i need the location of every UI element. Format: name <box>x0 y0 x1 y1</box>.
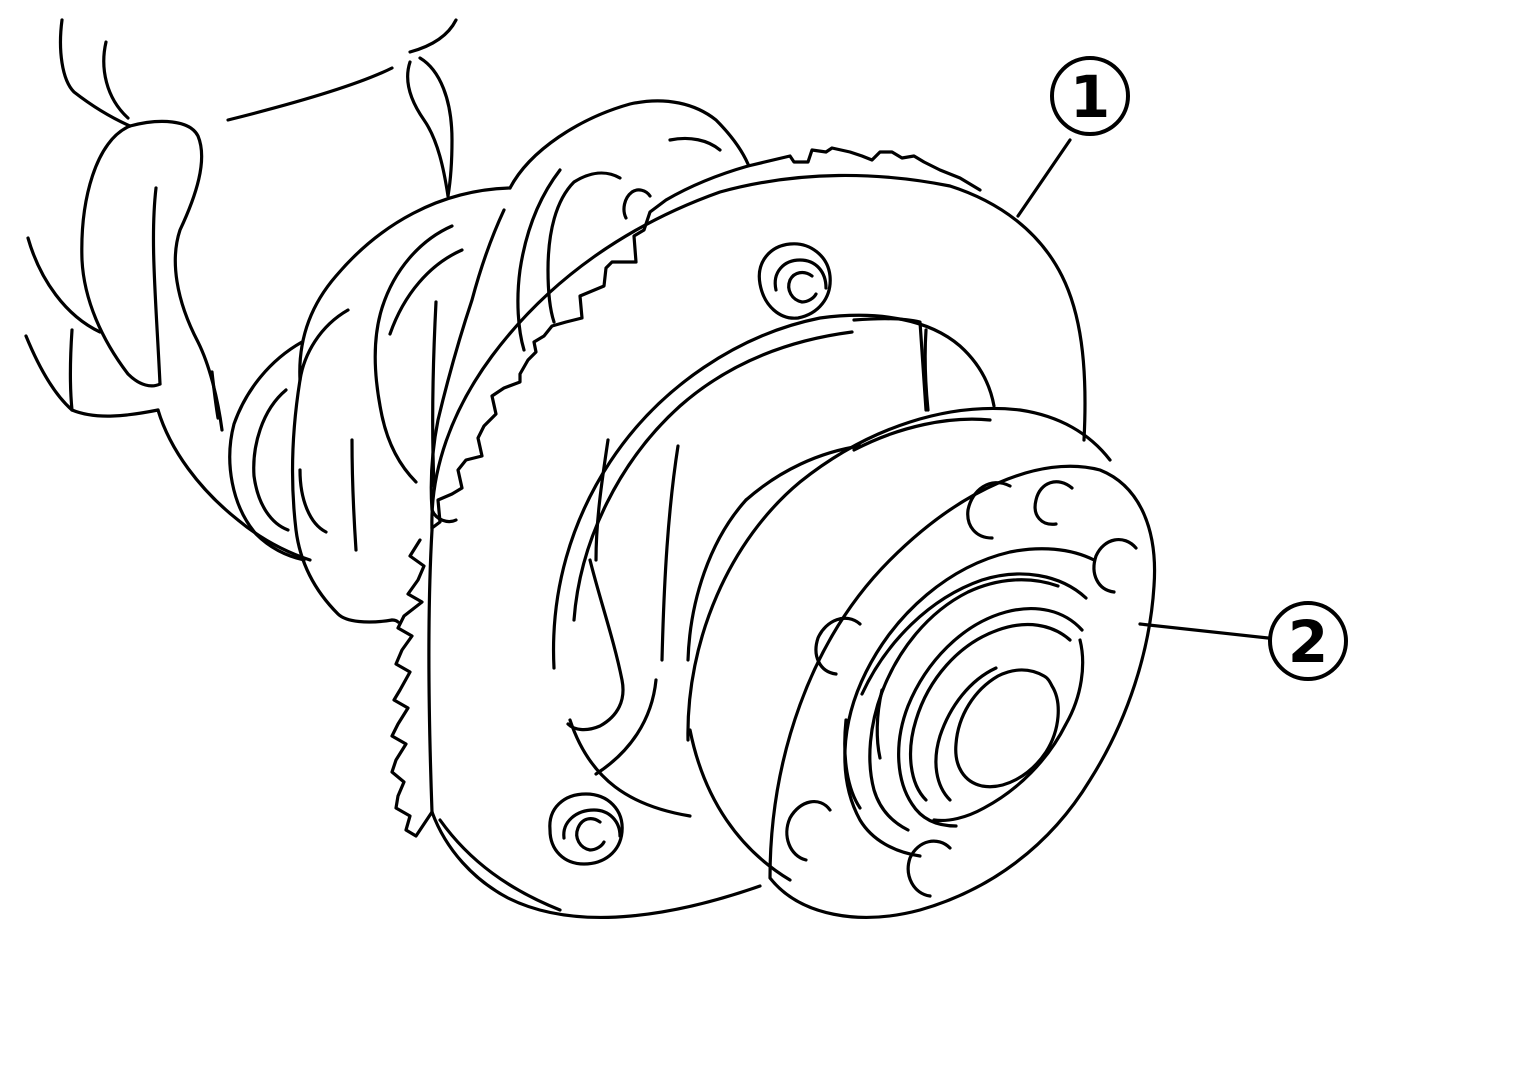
sensor-plate-tooth-ring <box>746 146 982 192</box>
part-1-sensor-plate <box>390 146 1087 919</box>
crankshaft <box>24 18 750 624</box>
callout-2: 2 <box>1138 601 1348 681</box>
hub-back-flange <box>686 406 1112 742</box>
sensor-plate-outer-rim <box>430 173 1087 532</box>
hub-center-boss <box>843 547 1096 858</box>
counterweight <box>290 186 512 624</box>
crank-arm-left <box>24 18 312 562</box>
callout-1-label: 1 <box>1070 63 1110 131</box>
callout-2-label: 2 <box>1288 608 1328 676</box>
callout-1: 1 <box>1016 56 1130 218</box>
part-2-hub <box>686 406 1157 919</box>
leader-line-1 <box>1016 138 1072 218</box>
callout-2-circle <box>1268 601 1348 681</box>
sensor-plate-lower-edge <box>430 810 762 919</box>
crank-web-upper <box>226 18 458 198</box>
bolt-lower <box>548 792 624 866</box>
callout-1-circle <box>1050 56 1130 136</box>
sensor-plate-inner-opening <box>551 313 996 670</box>
leader-line-2 <box>1138 622 1270 640</box>
hub-bolt-holes <box>785 480 1138 898</box>
front-journal <box>429 99 750 524</box>
hub-front-face <box>768 464 1157 919</box>
bolt-upper <box>757 242 832 320</box>
crank-pin-journal <box>228 308 350 562</box>
